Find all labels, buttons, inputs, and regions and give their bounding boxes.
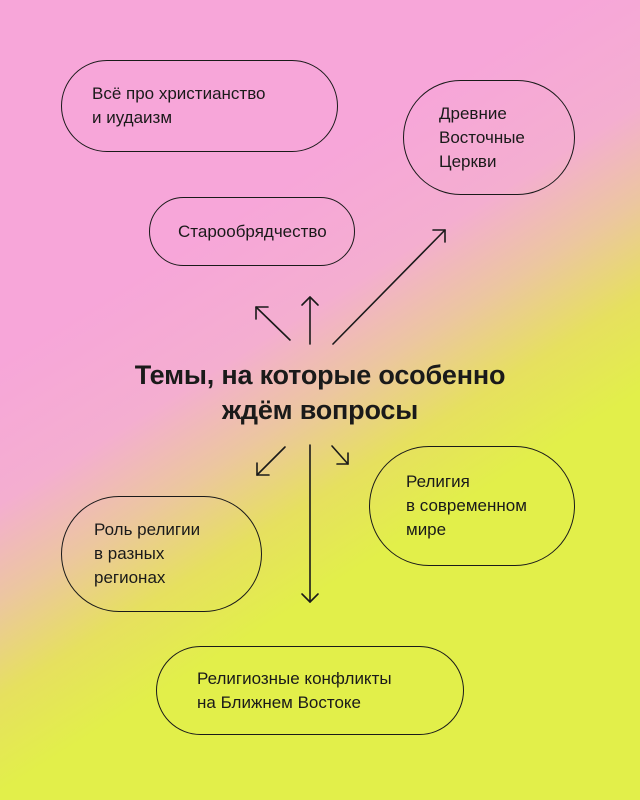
arrow-up [301,296,319,345]
topic-old-believers: Старообрядчество [149,197,355,266]
central-title: Темы, на которые особенно ждём вопросы [134,360,506,425]
arrow-down-left [256,446,286,476]
arrow-up-left [255,306,291,341]
arrow-down [301,444,319,603]
topic-middle-east: Религиозные конфликты на Ближнем Востоке [156,646,464,735]
arrow-up-right [332,229,446,345]
topic-christianity: Всё про христианство и иудаизм [61,60,338,152]
topic-modern-world: Религия в современном мире [369,446,575,566]
topic-regions: Роль религии в разных регионах [61,496,262,612]
arrow-down-right [331,445,349,465]
topic-eastern-churches: Древние Восточные Церкви [403,80,575,195]
